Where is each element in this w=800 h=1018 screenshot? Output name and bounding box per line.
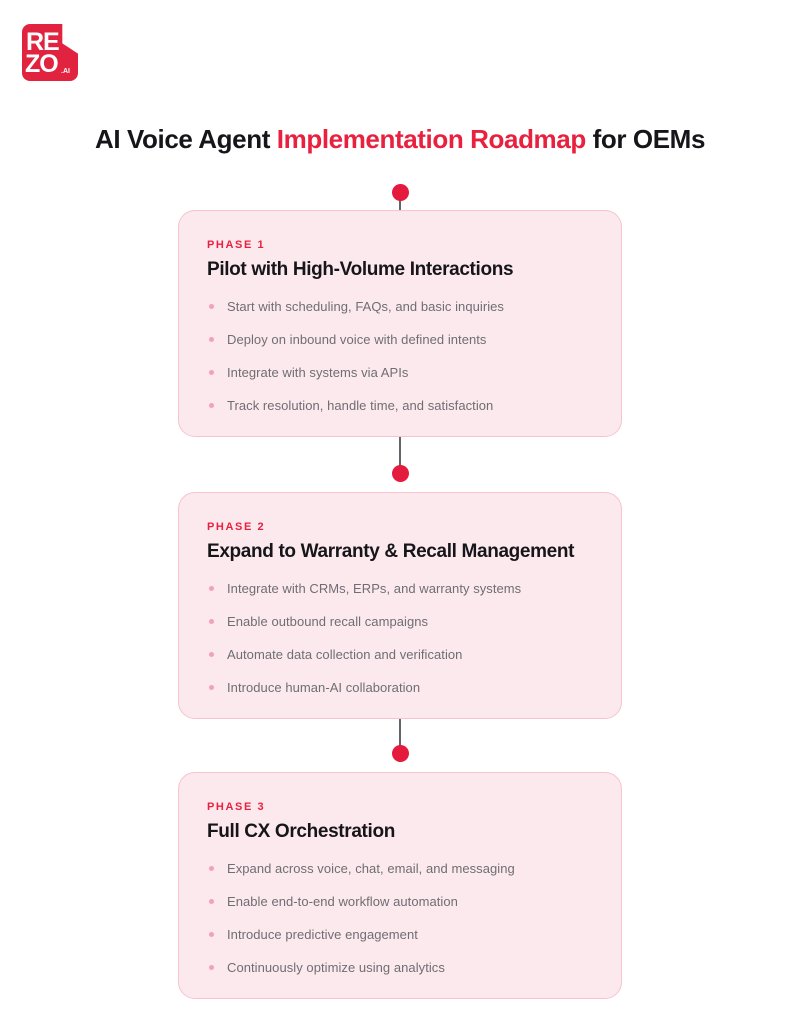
phase-point-item: Automate data collection and verificatio… [207,646,593,663]
bullet-dot-icon [209,899,214,904]
phase-point-text: Introduce human-AI collaboration [227,680,421,695]
phase-point-item: Start with scheduling, FAQs, and basic i… [207,298,593,315]
bullet-dot-icon [209,619,214,624]
phase-heading-1: Pilot with High-Volume Interactions [207,259,514,280]
page-title: AI Voice Agent Implementation Roadmap fo… [0,122,800,156]
phase-point-item: Enable end-to-end workflow automation [207,893,593,910]
phase-point-item: Track resolution, handle time, and satis… [207,397,593,414]
phase-point-item: Enable outbound recall campaigns [207,613,593,630]
phase-card-3[interactable]: PHASE 3 Full CX Orchestration Expand acr… [178,772,622,999]
phase-label-3: PHASE 3 [207,801,266,813]
phase-card-1[interactable]: PHASE 1 Pilot with High-Volume Interacti… [178,210,622,437]
logo-text-re: RE [26,28,60,56]
phase-point-text: Enable end-to-end workflow automation [227,894,458,909]
phase-point-item: Introduce human-AI collaboration [207,679,593,696]
phase-point-text: Start with scheduling, FAQs, and basic i… [227,299,504,314]
phase-point-text: Enable outbound recall campaigns [227,614,429,629]
phase-heading-2: Expand to Warranty & Recall Management [207,541,575,562]
page-title-part1: AI Voice Agent [94,124,277,154]
logo-wordmark: RE ZO .AI [22,24,78,81]
rezo-ai-logo: RE ZO .AI [22,24,78,81]
timeline-dot-phase-3 [392,745,409,762]
page-title-accent: Implementation Roadmap [276,124,586,154]
phase-point-item: Integrate with systems via APIs [207,364,593,381]
phase-point-text: Integrate with CRMs, ERPs, and warranty … [227,581,522,596]
page-title-part2: for OEMs [585,124,706,154]
phase-label-1: PHASE 1 [207,239,266,251]
bullet-dot-icon [209,652,214,657]
phase-point-item: Introduce predictive engagement [207,926,593,943]
timeline-dot-phase-1 [392,184,409,201]
bullet-dot-icon [209,337,214,342]
phase-points-list-2: Integrate with CRMs, ERPs, and warranty … [207,580,593,696]
phase-card-2[interactable]: PHASE 2 Expand to Warranty & Recall Mana… [178,492,622,719]
phase-points-list-3: Expand across voice, chat, email, and me… [207,860,593,976]
phase-point-text: Continuously optimize using analytics [227,960,445,975]
phase-point-item: Deploy on inbound voice with defined int… [207,331,593,348]
phase-points-list-1: Start with scheduling, FAQs, and basic i… [207,298,593,414]
bullet-dot-icon [209,304,214,309]
phase-point-item: Integrate with CRMs, ERPs, and warranty … [207,580,593,597]
bullet-dot-icon [209,965,214,970]
timeline-dot-phase-2 [392,465,409,482]
bullet-dot-icon [209,932,214,937]
bullet-dot-icon [209,685,214,690]
logo-text-ai-suffix: .AI [61,68,70,75]
phase-heading-3: Full CX Orchestration [207,821,395,842]
phase-point-text: Expand across voice, chat, email, and me… [227,861,515,876]
phase-point-item: Continuously optimize using analytics [207,959,593,976]
phase-point-text: Automate data collection and verificatio… [227,647,463,662]
phase-point-text: Integrate with systems via APIs [227,365,409,380]
phase-label-2: PHASE 2 [207,521,266,533]
phase-point-text: Introduce predictive engagement [227,927,418,942]
phase-point-text: Track resolution, handle time, and satis… [227,398,494,413]
timeline-segment-top [399,192,401,225]
timeline-segment-1-2 [399,408,401,480]
timeline-segment-2-3 [399,690,401,762]
bullet-dot-icon [209,403,214,408]
bullet-dot-icon [209,866,214,871]
phase-point-text: Deploy on inbound voice with defined int… [227,332,487,347]
logo-text-zo: ZO [25,50,59,78]
bullet-dot-icon [209,586,214,591]
phase-point-item: Expand across voice, chat, email, and me… [207,860,593,877]
bullet-dot-icon [209,370,214,375]
